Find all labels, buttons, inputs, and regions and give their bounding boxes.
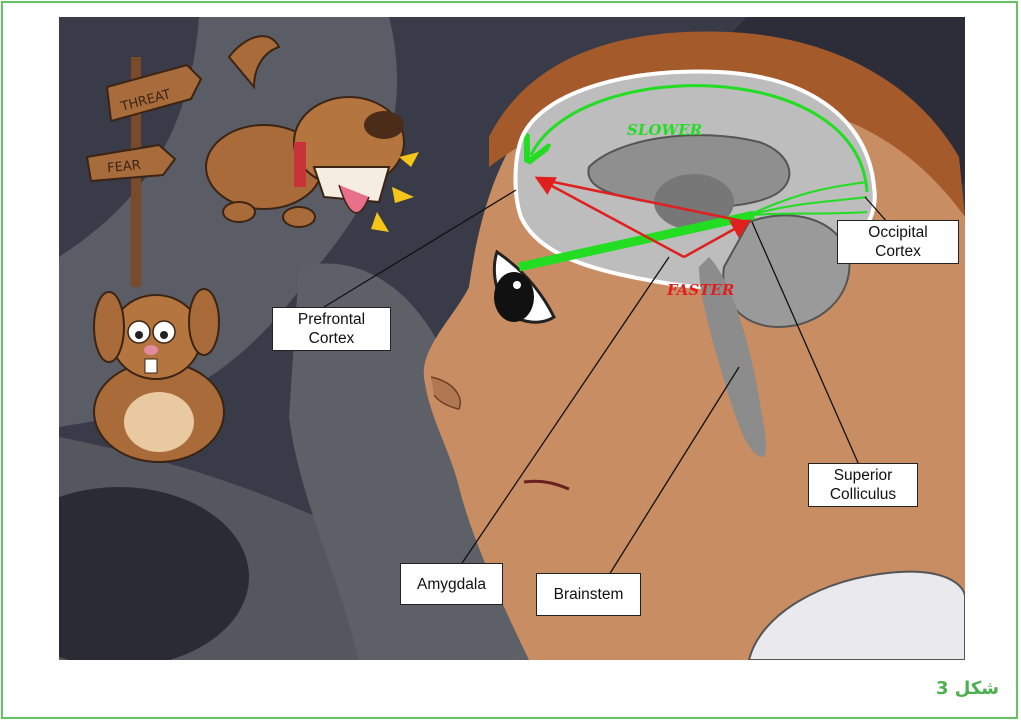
- occipital-cortex-label: Occipital Cortex: [837, 220, 959, 264]
- brain-illustration-svg: THREAT FEAR: [59, 17, 965, 660]
- brainstem-label: Brainstem: [536, 573, 641, 616]
- illustration: THREAT FEAR: [59, 17, 965, 660]
- prefrontal-cortex-label: Prefrontal Cortex: [272, 307, 391, 351]
- rabbit-illustration: [94, 289, 224, 462]
- figure-caption: شكل 3: [936, 678, 999, 699]
- amygdala-label: Amygdala: [400, 563, 503, 605]
- faster-label: FASTER: [666, 281, 734, 299]
- slower-label: SLOWER: [627, 121, 702, 139]
- superior-colliculus-label: Superior Colliculus: [808, 463, 918, 507]
